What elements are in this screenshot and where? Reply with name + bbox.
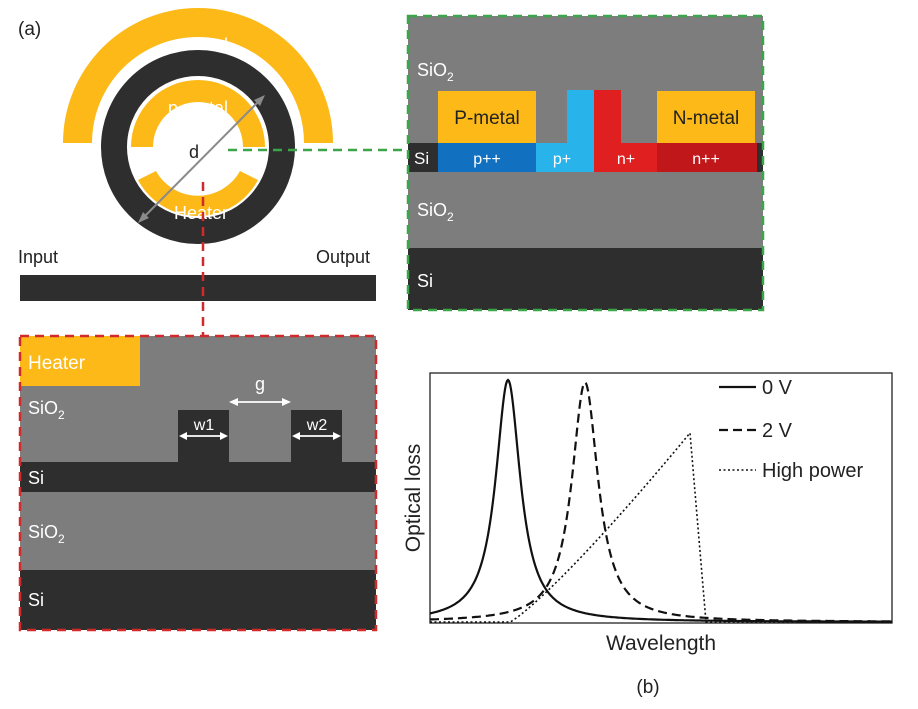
w1-arrowhead-left bbox=[179, 432, 187, 440]
heater-si-label: Si bbox=[28, 468, 44, 488]
chart: Optical loss Wavelength 0 V 2 V High pow… bbox=[402, 372, 893, 655]
heater-cross-section: Heater SiO2 g w1 w2 Si SiO2 Si bbox=[18, 334, 378, 632]
chart-legend: 0 V 2 V High power bbox=[719, 377, 864, 482]
heater-block bbox=[20, 336, 140, 386]
p-metal-arc bbox=[131, 80, 265, 147]
chart-plot-area bbox=[429, 372, 893, 624]
gap-arrowhead-right bbox=[282, 398, 291, 406]
pn-sio2-mid-label: SiO2 bbox=[417, 200, 454, 224]
pn-n-plus bbox=[594, 143, 657, 172]
diameter-label: d bbox=[189, 142, 199, 162]
pn-p-plus-plus bbox=[438, 143, 536, 172]
series-2v-line bbox=[429, 380, 893, 623]
ring-heater-label: Heater bbox=[174, 203, 228, 223]
heater-sio2-top-label: SiO2 bbox=[28, 398, 65, 422]
w2-arrowhead-right bbox=[333, 432, 341, 440]
w1-label: w1 bbox=[193, 417, 215, 434]
w2-arrowhead-left bbox=[292, 432, 300, 440]
pn-p-metal bbox=[438, 91, 536, 143]
pn-frame bbox=[406, 14, 765, 312]
gap-label: g bbox=[255, 374, 265, 394]
pn-n-plus-rib bbox=[594, 90, 621, 143]
ring-n-metal-label: n-metal bbox=[168, 35, 228, 55]
pn-cross-section: SiO2 P-metal N-metal Si p++ p+ n+ n++ Si… bbox=[406, 14, 765, 312]
legend-label-high-power: High power bbox=[762, 460, 864, 482]
pn-p-plus-label: p+ bbox=[553, 151, 571, 168]
heater-frame bbox=[18, 334, 378, 632]
pn-si-left bbox=[408, 143, 438, 172]
pn-si-substrate-label: Si bbox=[417, 271, 433, 291]
chart-y-axis-label: Optical loss bbox=[402, 444, 425, 553]
pn-sio2-mid bbox=[408, 172, 763, 248]
bus-waveguide bbox=[20, 275, 376, 301]
pn-p-plus bbox=[536, 143, 594, 172]
pn-n-plus-plus-label: n++ bbox=[692, 151, 720, 168]
series-high-power-line bbox=[430, 430, 892, 623]
pn-n-plus-label: n+ bbox=[617, 151, 635, 168]
heater-si-substrate bbox=[20, 570, 376, 630]
heater-label: Heater bbox=[28, 353, 86, 374]
heater-si-layer bbox=[20, 462, 376, 492]
series-0v-line bbox=[429, 378, 892, 623]
ring-p-metal-label: p-metal bbox=[168, 98, 228, 118]
pn-n-metal-label: N-metal bbox=[673, 108, 740, 129]
pn-p-plus-rib bbox=[567, 90, 594, 143]
chart-x-axis-label: Wavelength bbox=[606, 632, 716, 655]
w2-label: w2 bbox=[306, 417, 328, 434]
pn-si-label: Si bbox=[414, 149, 429, 168]
legend-label-2v: 2 V bbox=[762, 420, 793, 442]
input-label: Input bbox=[18, 247, 58, 267]
heater-si-substrate-label: Si bbox=[28, 590, 44, 610]
pn-si-substrate bbox=[408, 248, 763, 310]
pn-si-right bbox=[757, 143, 763, 172]
legend-label-0v: 0 V bbox=[762, 377, 793, 399]
panel-b-label: (b) bbox=[636, 677, 659, 698]
w1-arrowhead-right bbox=[220, 432, 228, 440]
ring-waveguide bbox=[101, 50, 295, 244]
pn-p-plus-plus-label: p++ bbox=[473, 151, 501, 168]
pn-n-metal bbox=[657, 91, 755, 143]
pn-n-plus-plus bbox=[657, 143, 757, 172]
output-label: Output bbox=[316, 247, 370, 267]
pn-sio2-top-label: SiO2 bbox=[417, 60, 454, 84]
gap-arrowhead-left bbox=[229, 398, 238, 406]
n-metal-arc bbox=[63, 8, 333, 143]
heater-arc bbox=[138, 171, 258, 216]
diameter-arrowhead-top bbox=[254, 95, 265, 106]
diameter-arrowhead-bottom bbox=[138, 212, 149, 223]
panel-a-label: (a) bbox=[18, 19, 41, 40]
diameter-arrow bbox=[139, 96, 264, 222]
heater-sio2-mid-label: SiO2 bbox=[28, 522, 65, 546]
pn-p-metal-label: P-metal bbox=[454, 108, 519, 129]
heater-sio2-mid bbox=[20, 492, 376, 570]
